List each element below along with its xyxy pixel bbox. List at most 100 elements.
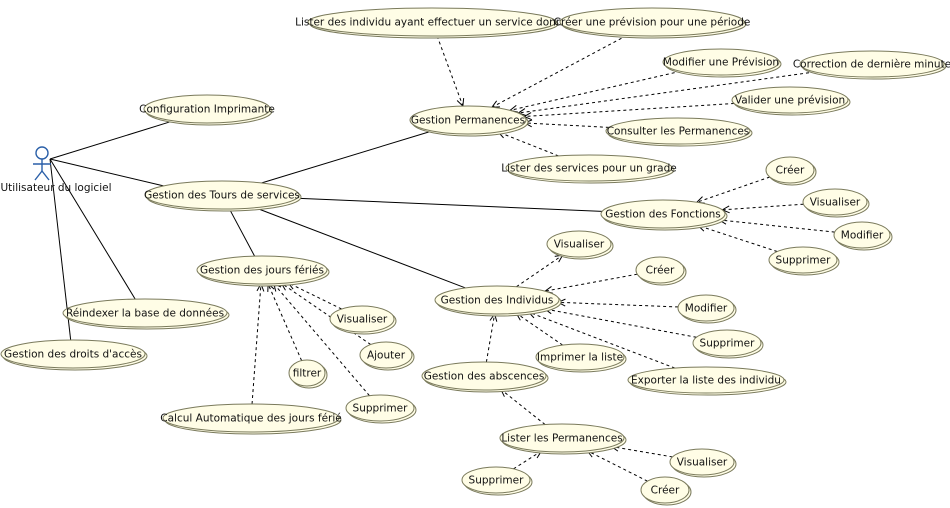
dependency-line (516, 254, 563, 288)
use-case-ellipse (559, 7, 745, 37)
use-case-gestion-individus[interactable]: Gestion des Individus (434, 285, 562, 317)
dependency-line (281, 282, 371, 345)
dependency-consulter-permanences-to-gestion-permanences (523, 119, 609, 128)
dependency-line (697, 225, 778, 253)
dependency-ind-supprimer-to-gestion-individus (543, 306, 697, 338)
use-case-ind-visualiser[interactable]: Visualiser (546, 230, 614, 260)
dependency-fn-modifier-to-gestion-fonctions (718, 216, 835, 233)
use-case-lp-creer[interactable]: Créer (640, 476, 692, 506)
use-case-label: Supprimer (700, 338, 756, 350)
actor-head (35, 146, 49, 160)
dependency-line (497, 131, 559, 157)
use-case-lister-permanences[interactable]: Lister les Permanences (499, 423, 627, 455)
dependency-valider-prevision-to-gestion-permanences (523, 102, 735, 121)
dependency-line (611, 445, 673, 458)
use-case-label: Créer (776, 165, 805, 177)
use-case-label: Visualiser (810, 197, 861, 209)
use-case-ellipse (692, 329, 762, 357)
use-case-reindexer[interactable]: Réindexer la base de données (62, 298, 230, 330)
use-case-label: Créer une prévision pour une période (554, 17, 751, 29)
use-case-calcul-auto[interactable]: Calcul Automatique des jours férié (160, 403, 342, 435)
use-case-gestion-permanences[interactable]: Gestion Permanences (409, 105, 529, 137)
use-case-ellipse (0, 339, 146, 369)
use-case-gestion-absences[interactable]: Gestion des abscences (421, 361, 549, 393)
dependency-line (273, 283, 370, 396)
use-case-fn-supprimer[interactable]: Supprimer (768, 246, 840, 276)
dependency-line (491, 35, 627, 108)
use-case-ellipse (605, 117, 751, 145)
use-case-ind-supprimer[interactable]: Supprimer (692, 329, 764, 359)
use-case-modifier-prevision[interactable]: Modifier une Prévision (662, 48, 782, 78)
use-case-gestion-fonctions[interactable]: Gestion des Fonctions (600, 199, 728, 231)
use-case-ellipse (307, 7, 557, 37)
dependency-fn-creer-to-gestion-fonctions (695, 176, 770, 204)
dependency-lp-supprimer-to-lister-permanences (513, 450, 543, 470)
use-case-label: Supprimer (469, 475, 525, 487)
use-case-config-imprimante[interactable]: Configuration Imprimante (139, 94, 275, 126)
use-case-label: Supprimer (776, 255, 832, 267)
use-case-label: Réindexer la base de données (66, 308, 224, 320)
dependency-line (528, 311, 676, 369)
use-case-fn-visualiser[interactable]: Visualiser (802, 188, 870, 218)
use-case-ellipse (421, 361, 547, 391)
use-case-ellipse (359, 341, 413, 369)
use-case-label: Lister des individu ayant effectuer un s… (295, 17, 569, 29)
dependency-line (696, 176, 770, 203)
use-case-imprimer-liste[interactable]: Imprimer la liste (535, 343, 627, 373)
use-case-jf-visualiser[interactable]: Visualiser (329, 305, 397, 335)
dependency-line (436, 35, 464, 107)
use-case-correction[interactable]: Correction de dernière minute (793, 50, 950, 80)
use-case-label: Gestion des Fonctions (605, 209, 721, 221)
use-case-ellipse (345, 394, 415, 422)
use-case-lister-individu[interactable]: Lister des individu ayant effectuer un s… (295, 7, 569, 39)
dependency-line (544, 273, 638, 292)
use-case-fn-modifier[interactable]: Modifier (833, 221, 893, 251)
use-case-ellipse (143, 94, 271, 124)
actor-right-leg (41, 170, 50, 181)
use-case-valider-prevision[interactable]: Valider une prévision (731, 86, 851, 116)
use-case-consulter-permanences[interactable]: Consulter les Permanences (605, 117, 753, 147)
dependency-ind-creer-to-gestion-individus (543, 273, 638, 294)
use-case-ellipse (288, 359, 326, 387)
use-case-label: Visualiser (677, 457, 728, 469)
use-case-fn-creer[interactable]: Créer (765, 156, 817, 186)
use-case-label: Modifier (685, 303, 728, 315)
use-case-label: Gestion des droits d'accès (4, 349, 142, 361)
use-case-ellipse (505, 154, 673, 182)
use-case-label: Configuration Imprimante (139, 104, 275, 116)
use-case-exporter-liste[interactable]: Exporter la liste des individu (627, 366, 787, 396)
use-case-gestion-droits[interactable]: Gestion des droits d'accès (0, 339, 148, 371)
dependency-line (524, 102, 735, 118)
use-case-jf-filtrer[interactable]: filtrer (288, 359, 328, 389)
use-case-ellipse (662, 48, 780, 76)
use-case-jf-supprimer[interactable]: Supprimer (345, 394, 417, 424)
use-case-ellipse (669, 448, 735, 476)
dependency-line (509, 70, 681, 111)
use-case-ind-creer[interactable]: Créer (635, 256, 687, 286)
use-case-ind-modifier[interactable]: Modifier (677, 294, 737, 324)
use-case-gestion-jours-feries[interactable]: Gestion des jours fériés (196, 255, 330, 287)
use-case-label: Supprimer (353, 403, 409, 415)
use-case-label: Visualiser (337, 314, 388, 326)
use-case-ellipse (62, 298, 228, 328)
use-case-label: Exporter la liste des individu (631, 375, 781, 387)
use-case-jf-ajouter[interactable]: Ajouter (359, 341, 415, 371)
dependency-creer-prevision-to-gestion-permanences (490, 35, 627, 108)
use-case-ellipse (144, 180, 300, 210)
dependency-line (719, 219, 835, 233)
dependency-line (500, 389, 546, 425)
use-case-gestion-tours[interactable]: Gestion des Tours de services (144, 180, 302, 212)
use-case-label: Calcul Automatique des jours férié (160, 413, 341, 425)
use-case-ellipse (329, 305, 395, 333)
use-case-ellipse (799, 50, 945, 78)
association-gestion-tours-to-gestion-individus (254, 207, 466, 289)
use-case-creer-prevision[interactable]: Créer une prévision pour une période (554, 7, 751, 39)
use-case-label: Visualiser (554, 239, 605, 251)
use-case-lp-supprimer[interactable]: Supprimer (461, 466, 533, 496)
use-case-lister-services-grade[interactable]: Lister des services pour un grade (501, 154, 677, 184)
use-case-lp-visualiser[interactable]: Visualiser (669, 448, 737, 478)
dependency-line (587, 450, 648, 482)
dependency-line (513, 450, 542, 470)
use-case-ellipse (677, 294, 735, 322)
